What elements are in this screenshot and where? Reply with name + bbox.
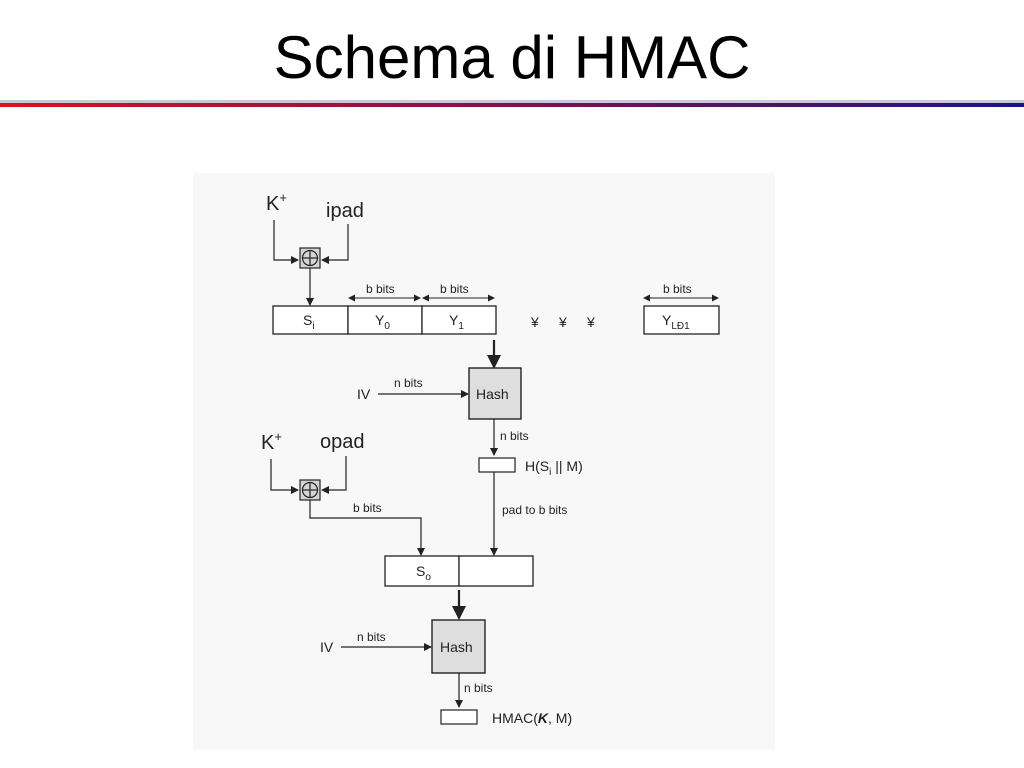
inner-hash-n-bits: n bits	[500, 429, 529, 443]
outer-iv-label: IV	[320, 639, 334, 655]
inner-hash-box: Hash	[468, 367, 522, 420]
opad-line	[321, 456, 347, 494]
hmac-output-block	[440, 709, 478, 725]
bottom-b-bits-label: b bits	[353, 501, 382, 515]
inner-iv-n-bits: n bits	[394, 376, 423, 390]
inner-iv-label: IV	[357, 386, 371, 402]
svg-text:Y0: Y0	[375, 312, 390, 332]
svg-text:Si: Si	[303, 312, 315, 332]
b-bits-label-1: b bits	[366, 282, 395, 296]
top-key-label: K+	[266, 190, 287, 215]
top-xor-icon	[299, 247, 321, 269]
outer-iv-n-bits: n bits	[357, 630, 386, 644]
outer-hash-n-bits: n bits	[464, 681, 493, 695]
inner-hash-output-label: H(Si || M)	[525, 458, 583, 478]
opad-label: opad	[320, 431, 365, 453]
ipad-line	[321, 224, 349, 264]
ipad-label: ipad	[326, 200, 364, 222]
svg-text:YLÐ1: YLÐ1	[662, 312, 690, 332]
ellipsis-2: ¥	[558, 314, 567, 330]
ellipsis-1: ¥	[530, 314, 539, 330]
bottom-key-line	[270, 459, 299, 494]
title-divider	[0, 100, 1024, 107]
pad-label: pad to b bits	[502, 503, 567, 517]
bottom-xor-out-line	[309, 500, 425, 556]
outer-hash-box: Hash	[431, 619, 486, 674]
bottom-xor-icon	[299, 479, 321, 501]
b-bits-label-3: b bits	[663, 282, 692, 296]
top-key-line	[273, 220, 299, 264]
outer-input-block: So	[384, 555, 534, 587]
svg-text:Hash: Hash	[476, 386, 509, 402]
input-block-y0: Y0	[347, 305, 423, 335]
hmac-output-label: HMAC(K, M)	[492, 710, 572, 726]
input-block-ylast: YLÐ1	[643, 305, 720, 335]
input-block-si: Si	[272, 305, 349, 335]
svg-text:So: So	[416, 563, 431, 583]
inner-hash-output-block	[478, 457, 516, 473]
input-block-y1: Y1	[421, 305, 497, 335]
bottom-key-label: K+	[261, 429, 282, 454]
svg-text:Hash: Hash	[440, 639, 473, 655]
svg-text:Y1: Y1	[449, 312, 464, 332]
b-bits-label-2: b bits	[440, 282, 469, 296]
page-title: Schema di HMAC	[273, 24, 751, 91]
ellipsis-3: ¥	[586, 314, 595, 330]
